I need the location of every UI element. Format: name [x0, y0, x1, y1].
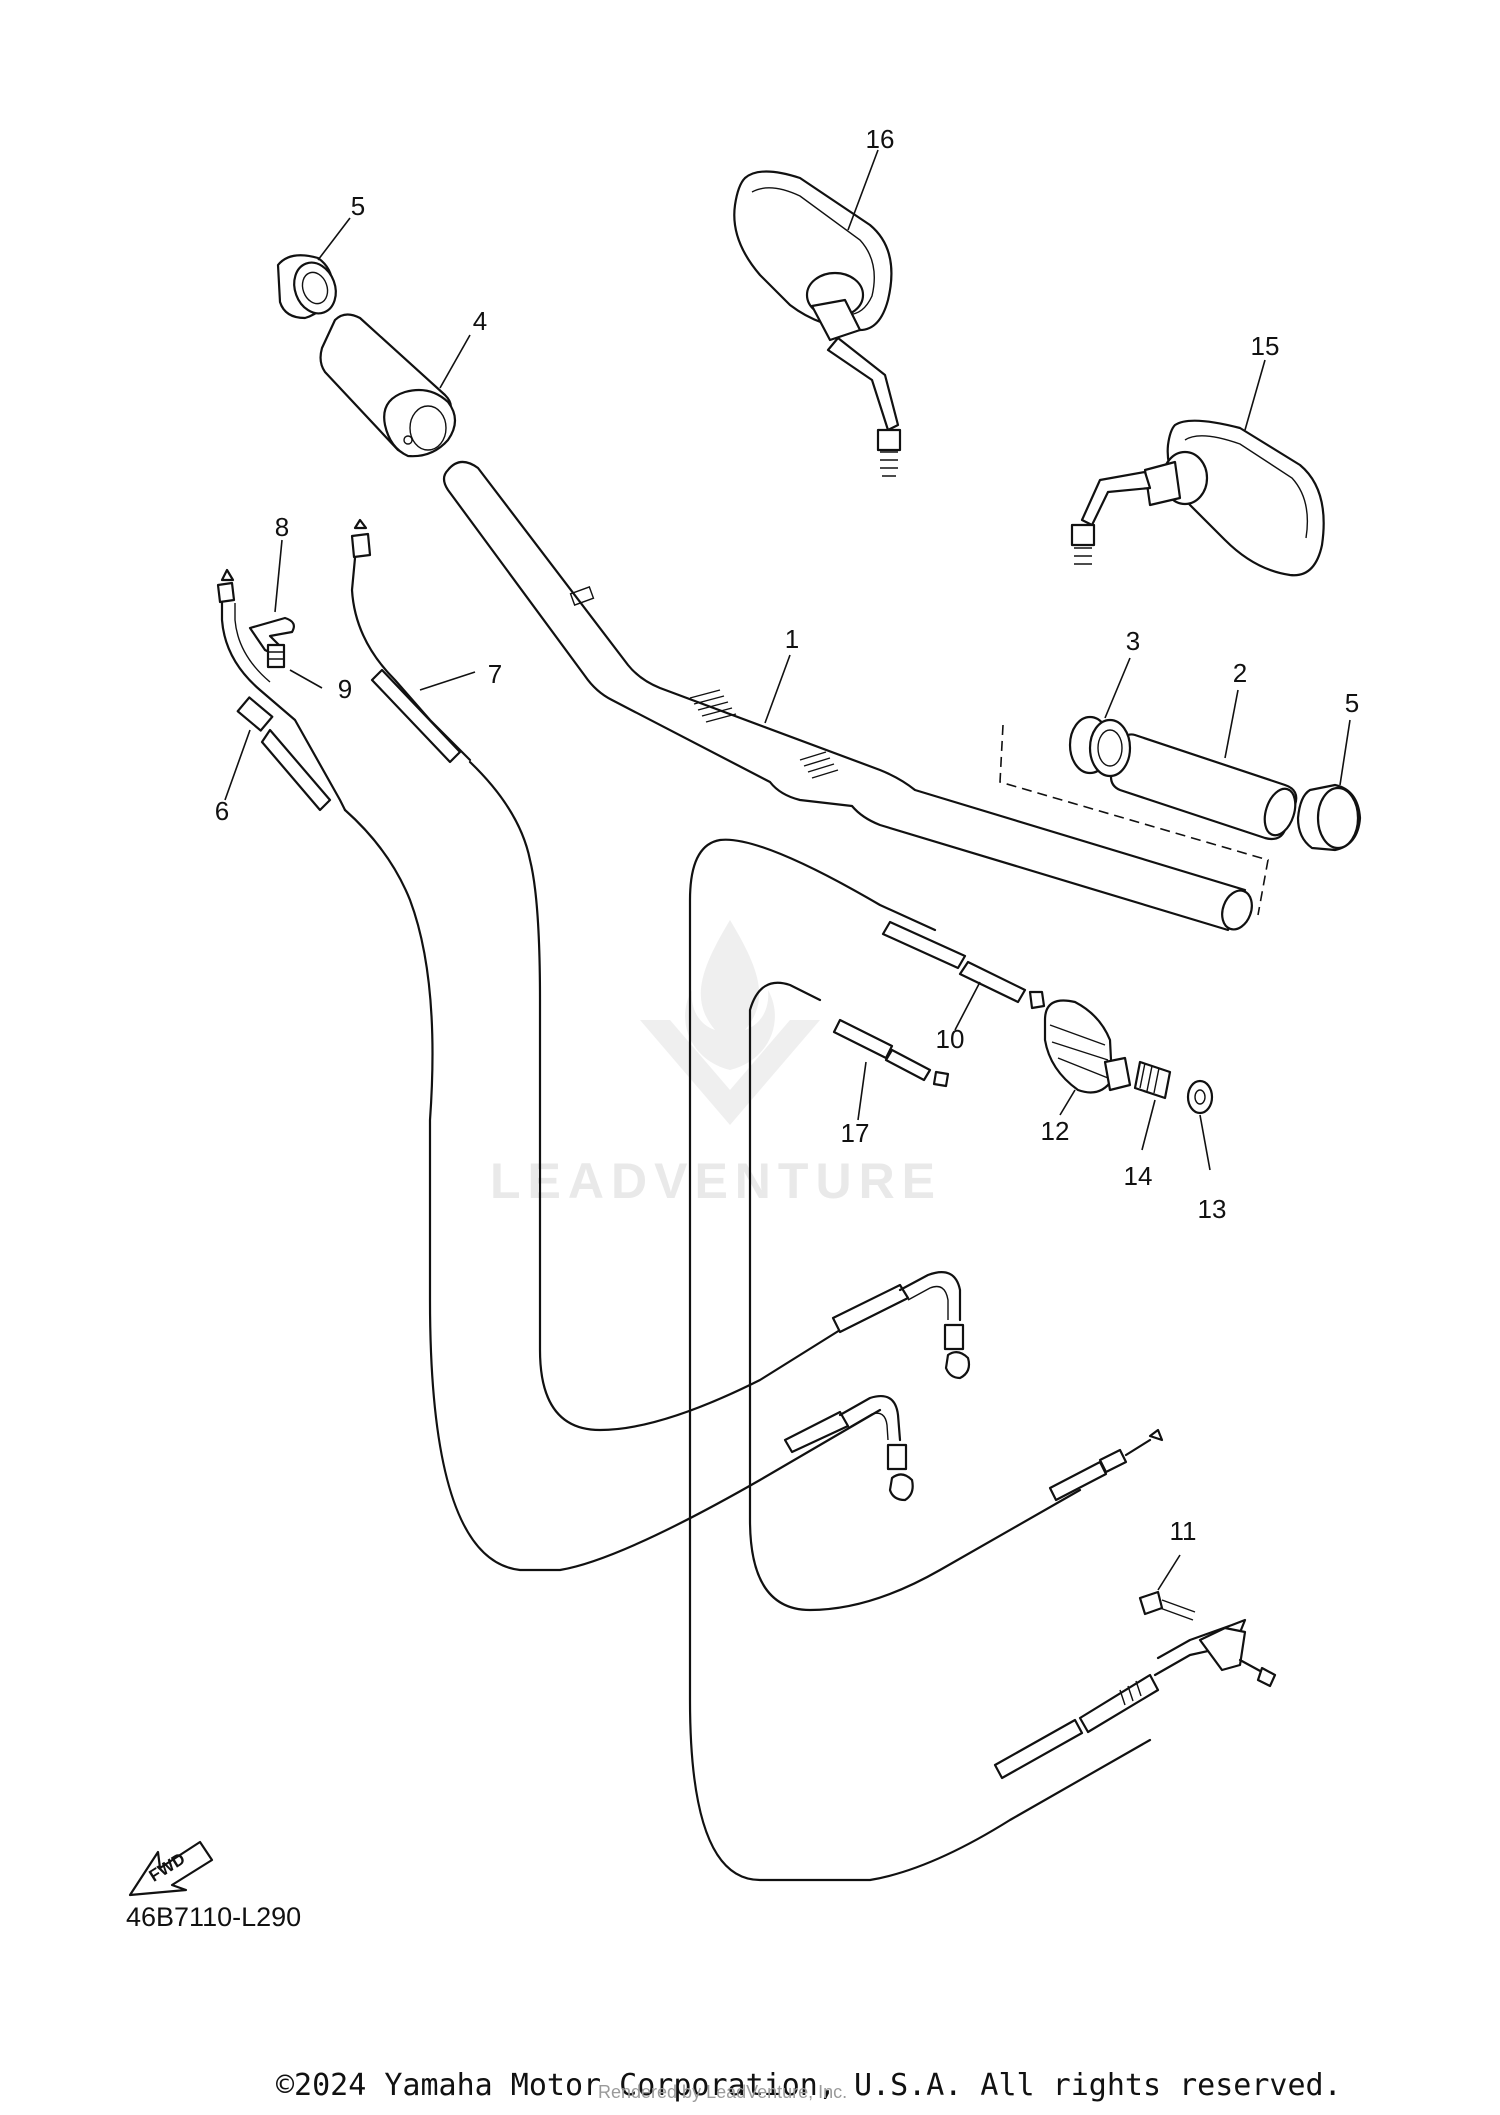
cable-end-middle: [783, 1394, 914, 1502]
callout-13: 13: [1198, 1194, 1227, 1224]
clutch-cable: [993, 1618, 1277, 1780]
callout-6: 6: [215, 796, 229, 826]
callout-7: 7: [488, 659, 502, 689]
handlebar: 1: [442, 460, 1253, 932]
cable-17: 17: [748, 981, 1082, 1612]
handlebar-knurl-right: [799, 751, 839, 779]
mirror-right: 15: [1070, 331, 1325, 577]
callout-5-right: 5: [1345, 688, 1359, 718]
cable-bracket: 8: [248, 512, 295, 654]
callout-15: 15: [1251, 331, 1280, 361]
mirror-left: 16: [733, 124, 902, 477]
rendered-by-credit: Rendered by LeadVenture, Inc.: [598, 2082, 848, 2102]
diagram-code: 46B7110-L290: [126, 1902, 302, 1932]
leadventure-watermark-logo: [640, 920, 820, 1125]
bracket-screw: 9: [266, 643, 352, 704]
clutch-bracket-bolt: 11: [1138, 1516, 1197, 1621]
fwd-arrow-icon: FWD: [128, 1840, 214, 1897]
callout-1: 1: [785, 624, 799, 654]
callout-8: 8: [275, 512, 289, 542]
handlebar-knurl-left: [689, 689, 737, 723]
callout-9: 9: [338, 674, 352, 704]
throttle-cable-1: 6: [215, 581, 882, 1572]
cable-end-upper: [831, 1271, 971, 1380]
callout-4: 4: [473, 306, 487, 336]
callout-5-left: 5: [351, 191, 365, 221]
callout-11: 11: [1170, 1516, 1197, 1546]
grip-right: 2: [1109, 658, 1298, 841]
callout-10: 10: [936, 1024, 965, 1054]
watermark-brand: LEADVENTURE: [490, 1153, 943, 1209]
collar: 3: [1068, 626, 1140, 778]
callout-16: 16: [866, 124, 895, 154]
cable-end-lower: [1048, 1428, 1164, 1502]
callout-3: 3: [1126, 626, 1140, 656]
grip-end-right: 5: [1296, 688, 1362, 852]
callout-17: 17: [841, 1118, 870, 1148]
choke-cable: 10: [688, 838, 1152, 1882]
cable-boot: 12: [1041, 999, 1132, 1146]
adjuster-nut: 14: [1124, 1060, 1172, 1191]
callout-14: 14: [1124, 1161, 1153, 1191]
washer: 13: [1186, 1079, 1227, 1224]
copyright-notice: ©2024 Yamaha Motor Corporation, U.S.A. A…: [276, 2068, 1342, 2103]
throttle-cable-2: 7: [350, 518, 882, 1432]
cable-1-end: [220, 568, 235, 582]
callout-2: 2: [1233, 658, 1247, 688]
callout-12: 12: [1041, 1116, 1070, 1146]
throttle-grip: 4: [319, 306, 487, 458]
grip-end-left: 5: [276, 191, 365, 320]
